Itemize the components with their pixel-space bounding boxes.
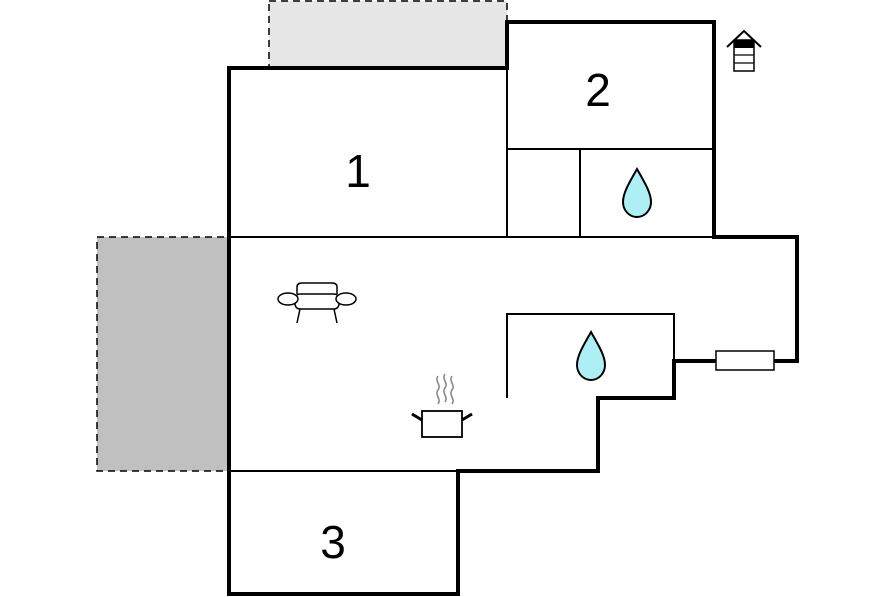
interior-walls xyxy=(229,68,714,472)
sofa-icon xyxy=(277,282,357,324)
room-label-1: 1 xyxy=(345,145,371,197)
room-label-2: 2 xyxy=(585,64,611,116)
cooking-pot-icon xyxy=(411,373,473,438)
room-label-3: 3 xyxy=(320,516,346,568)
passage-marker xyxy=(715,350,775,371)
bathroom-wall xyxy=(506,313,675,398)
terrace-top xyxy=(268,0,508,69)
terrace-left xyxy=(96,236,230,472)
water-drop-icon xyxy=(575,329,607,382)
house-icon xyxy=(726,29,762,72)
water-drop-icon xyxy=(621,166,653,219)
